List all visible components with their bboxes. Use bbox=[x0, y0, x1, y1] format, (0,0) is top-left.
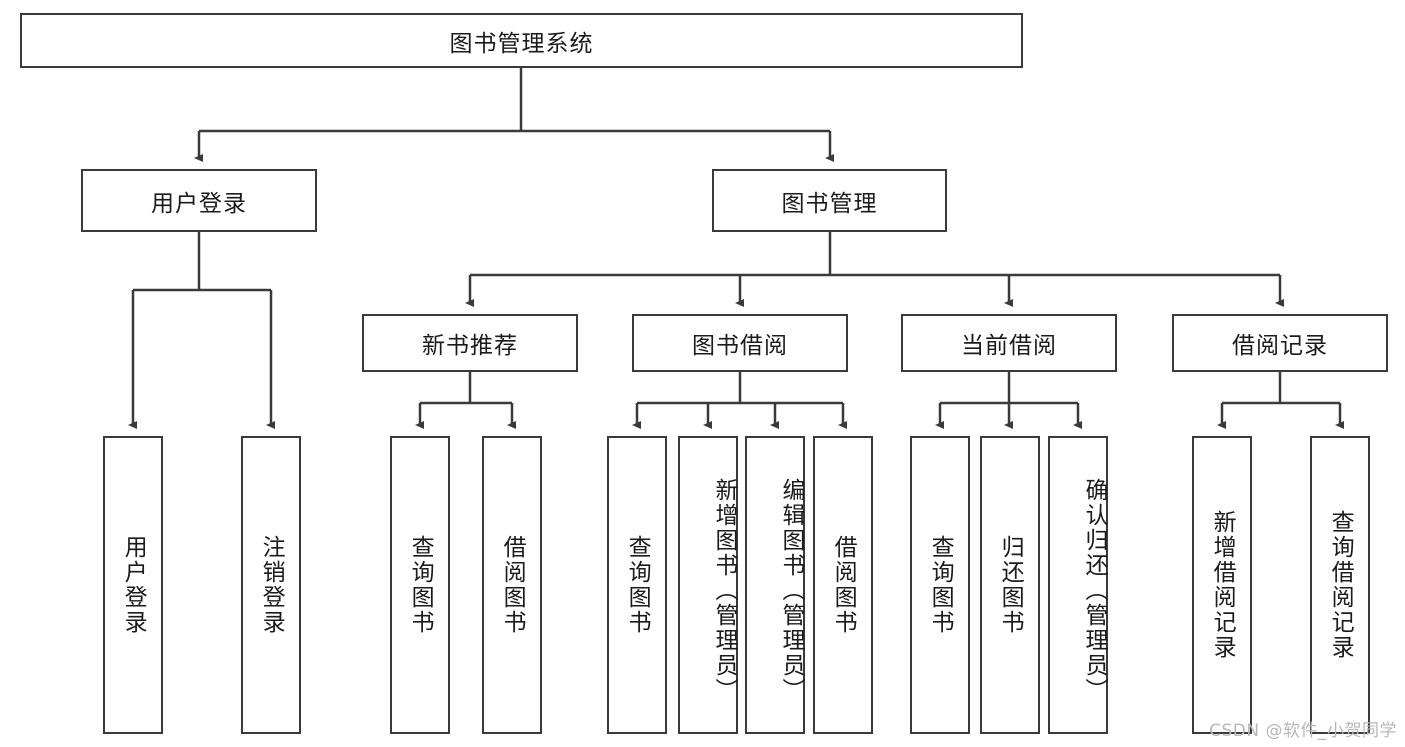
node-label: 用户登录 bbox=[151, 190, 247, 217]
node-label: 新增借阅记录 bbox=[1209, 510, 1236, 660]
leaf-query-books-borrow[interactable]: 查询图书 bbox=[607, 436, 667, 734]
leaf-confirm-return-admin[interactable]: 确认归还（管理员） bbox=[1048, 436, 1108, 734]
node-label: 当前借阅 bbox=[961, 333, 1057, 359]
leaf-borrow-books-recommend[interactable]: 借阅图书 bbox=[482, 436, 542, 734]
leaf-logout[interactable]: 注销登录 bbox=[241, 436, 301, 734]
node-label: 归还图书 bbox=[997, 535, 1024, 635]
node-label: 新增图书（管理员） bbox=[711, 477, 737, 703]
node-label: 借阅图书 bbox=[499, 535, 526, 635]
node-label: 注销登录 bbox=[258, 535, 285, 635]
leaf-query-borrow-record[interactable]: 查询借阅记录 bbox=[1310, 436, 1370, 734]
node-label: 用户登录 bbox=[120, 535, 147, 635]
node-label: 查询图书 bbox=[624, 535, 651, 635]
node-label: 图书管理 bbox=[781, 190, 878, 217]
node-label: 新书推荐 bbox=[422, 333, 518, 359]
leaf-return-books[interactable]: 归还图书 bbox=[980, 436, 1040, 734]
node-label: 编辑图书（管理员） bbox=[778, 477, 804, 703]
node-label: 图书管理系统 bbox=[449, 30, 594, 57]
node-book-management[interactable]: 图书管理 bbox=[712, 169, 947, 232]
node-label: 查询借阅记录 bbox=[1327, 510, 1354, 660]
node-label: 查询图书 bbox=[407, 535, 434, 635]
node-borrow-records[interactable]: 借阅记录 bbox=[1172, 314, 1388, 372]
node-user-login[interactable]: 用户登录 bbox=[81, 169, 317, 232]
node-current-borrowing[interactable]: 当前借阅 bbox=[901, 314, 1117, 372]
leaf-query-books-recommend[interactable]: 查询图书 bbox=[390, 436, 450, 734]
node-label: 查询图书 bbox=[927, 535, 954, 635]
node-label: 图书借阅 bbox=[692, 333, 788, 359]
watermark-text: CSDN @软件_小贺同学 bbox=[1209, 721, 1397, 741]
leaf-borrow-books[interactable]: 借阅图书 bbox=[813, 436, 873, 734]
leaf-add-book-admin[interactable]: 新增图书（管理员） bbox=[678, 436, 738, 734]
leaf-edit-book-admin[interactable]: 编辑图书（管理员） bbox=[745, 436, 805, 734]
node-label: 借阅图书 bbox=[830, 535, 857, 635]
leaf-query-books-current[interactable]: 查询图书 bbox=[910, 436, 970, 734]
node-label: 确认归还（管理员） bbox=[1081, 477, 1107, 703]
node-label: 借阅记录 bbox=[1232, 333, 1328, 359]
node-new-book-recommendation[interactable]: 新书推荐 bbox=[362, 314, 578, 372]
node-root-book-management-system[interactable]: 图书管理系统 bbox=[20, 13, 1023, 68]
leaf-add-borrow-record[interactable]: 新增借阅记录 bbox=[1192, 436, 1252, 734]
leaf-user-login[interactable]: 用户登录 bbox=[103, 436, 163, 734]
node-book-borrowing[interactable]: 图书借阅 bbox=[632, 314, 848, 372]
